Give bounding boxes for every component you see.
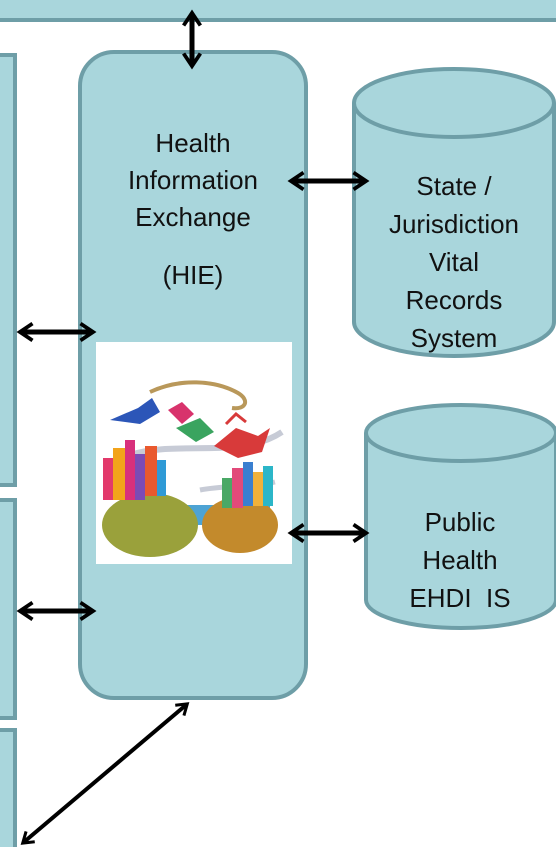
hie-title: Health Information Exchange <box>80 125 306 236</box>
left-system-box-3 <box>0 728 17 847</box>
hie-title-line: Health <box>155 128 231 158</box>
public-db-line: Health <box>422 545 498 575</box>
public-db-line: Public <box>424 507 496 537</box>
state-db-line: System <box>410 323 498 353</box>
state-db-line: Jurisdiction <box>388 209 520 239</box>
hie-abbreviation: (HIE) <box>162 260 224 290</box>
arrow-hie-to-bottom-left <box>20 702 190 845</box>
hie-title-line: Exchange <box>135 202 251 232</box>
state-vital-records-cylinder <box>352 67 556 358</box>
state-db-line: Records <box>405 285 503 315</box>
public-db-line: EHDI IS <box>409 583 511 613</box>
hie-title-line: Information <box>127 165 259 195</box>
state-db-label: State / Jurisdiction Vital Records Syste… <box>356 167 552 357</box>
public-db-label: Public Health EHDI IS <box>366 503 554 617</box>
public-health-ehdi-cylinder <box>364 403 556 630</box>
top-system-box <box>0 0 556 22</box>
colorful-city-illustration-icon <box>96 342 292 564</box>
state-db-line: State / <box>416 171 492 201</box>
left-system-box-2 <box>0 498 17 720</box>
left-system-box-1 <box>0 53 17 487</box>
state-db-line: Vital <box>428 247 480 277</box>
